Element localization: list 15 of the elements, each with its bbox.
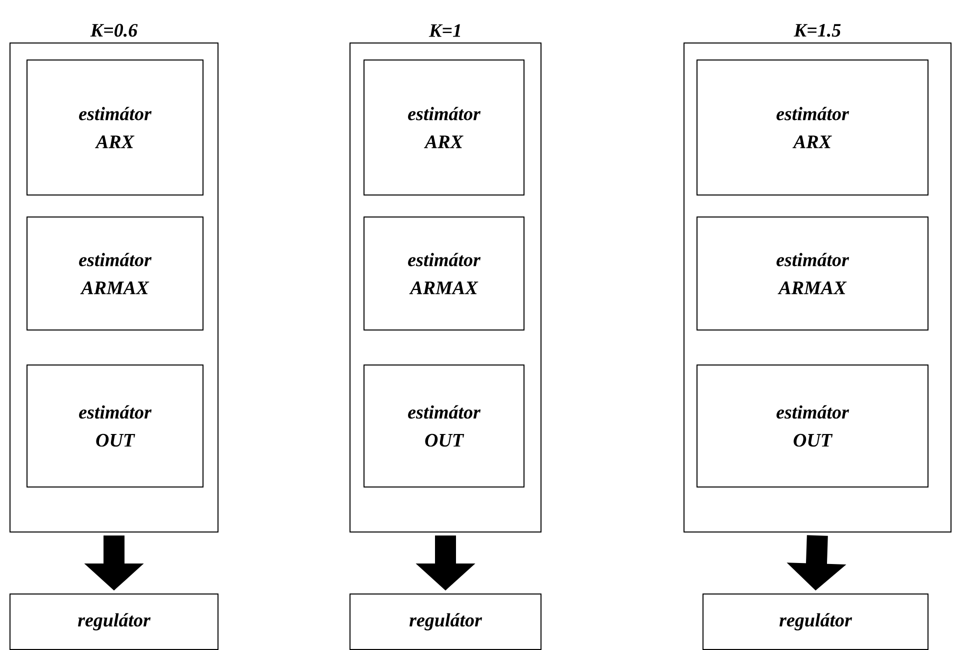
estimator-box: estimátor ARX [696, 60, 928, 196]
regulator-box: regulátor [10, 594, 218, 650]
estimator-box: estimátor OUT [26, 364, 204, 488]
estimator-box: estimátor OUT [364, 364, 524, 488]
node-label: K=1.5 [794, 24, 841, 37]
node-label: K=1 [428, 24, 460, 37]
regulator-box: regulátor [702, 594, 928, 650]
estimator-box: estimátor ARMAX [696, 216, 928, 330]
regulator-box: regulátor [350, 594, 542, 650]
node-label: K=0.6 [90, 24, 138, 37]
estimator-box: estimátor ARMAX [364, 216, 524, 330]
estimator-box: estimátor ARMAX [26, 216, 204, 330]
estimator-box: estimátor ARX [364, 60, 524, 196]
estimator-box: estimátor ARX [26, 60, 204, 196]
estimator-box: estimátor OUT [696, 364, 928, 488]
